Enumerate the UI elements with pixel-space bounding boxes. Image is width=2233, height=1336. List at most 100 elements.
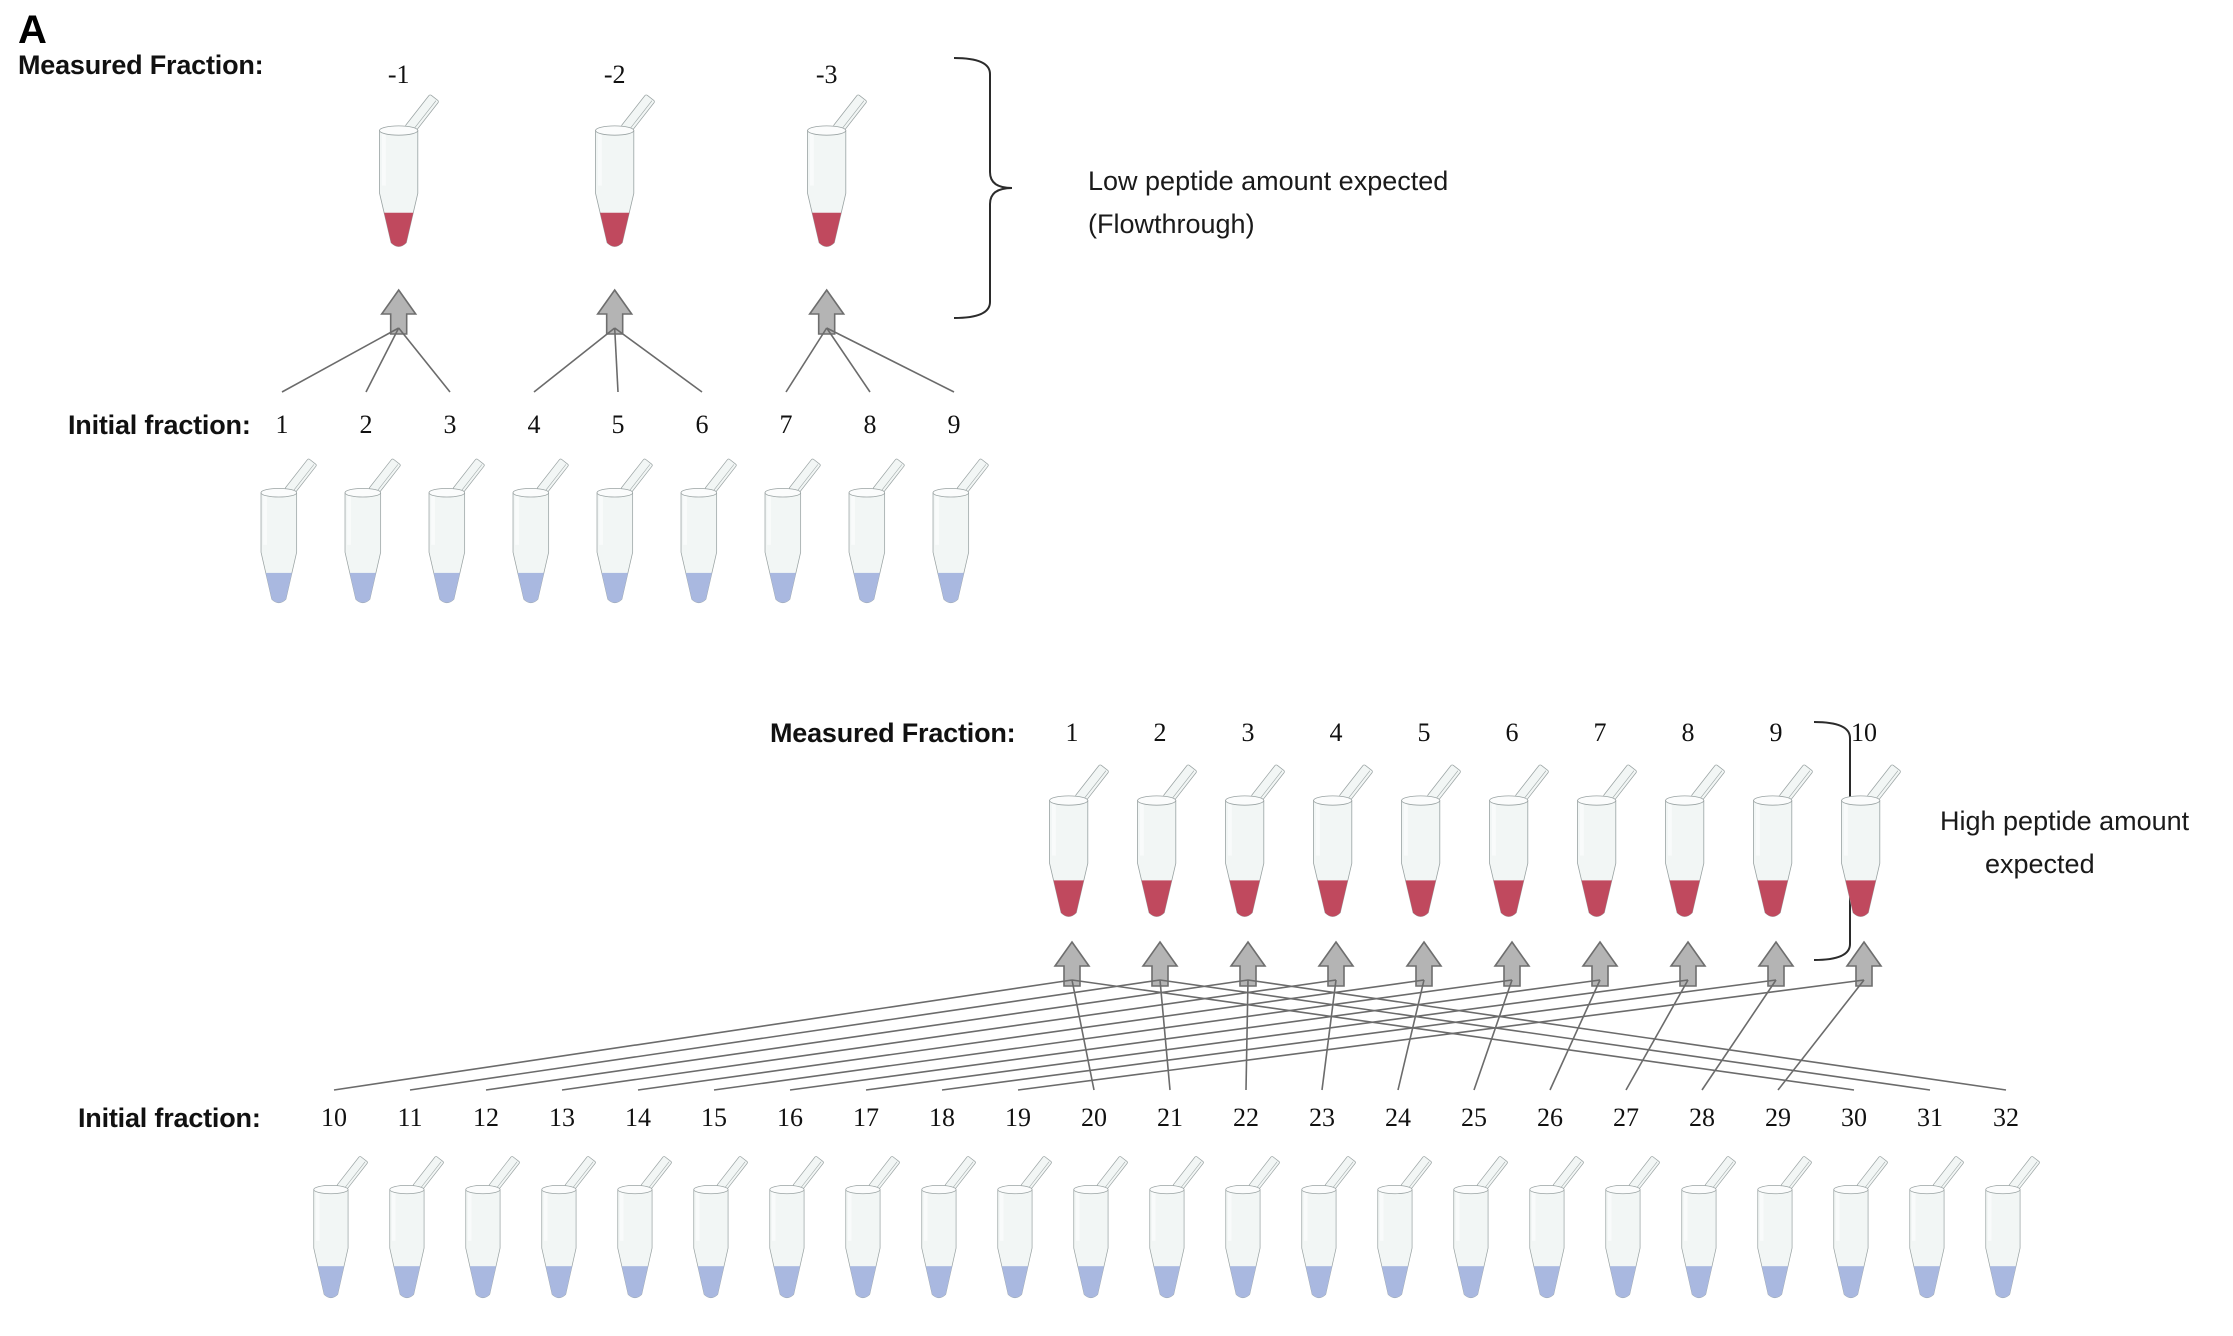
initial-tube-bottom-15 bbox=[687, 1156, 748, 1301]
initial-fraction-number-bottom-32: 32 bbox=[1993, 1103, 2019, 1132]
connector-bottom-1-to-20 bbox=[1071, 979, 1095, 1091]
connector-top--1-to-1 bbox=[281, 327, 400, 393]
top-callout-line-2: (Flowthrough) bbox=[1088, 209, 1255, 239]
measured-fraction-number-top--1: -1 bbox=[387, 60, 410, 89]
measured-fraction-number-bottom-3: 3 bbox=[1241, 718, 1255, 747]
connector-bottom-4-to-13 bbox=[561, 979, 1337, 1091]
bottom-callout-line-1: High peptide amount bbox=[1940, 806, 2190, 836]
initial-tube-bottom-17 bbox=[839, 1156, 900, 1301]
connector-bottom-6-to-25 bbox=[1473, 979, 1513, 1091]
initial-fraction-number-top-6: 6 bbox=[695, 410, 709, 439]
panel-letter: A bbox=[18, 8, 47, 52]
initial-fraction-number-bottom-20: 20 bbox=[1081, 1103, 1107, 1132]
initial-tube-top-6 bbox=[674, 458, 737, 606]
initial-tube-bottom-13 bbox=[535, 1156, 596, 1301]
pool-arrow-top--3 bbox=[808, 288, 846, 335]
initial-fraction-number-bottom-15: 15 bbox=[701, 1103, 727, 1132]
initial-fraction-number-top-2: 2 bbox=[359, 410, 373, 439]
initial-tube-bottom-20 bbox=[1067, 1156, 1128, 1301]
initial-tube-top-2 bbox=[338, 458, 401, 606]
measured-fraction-number-bottom-5: 5 bbox=[1417, 718, 1431, 747]
connector-bottom-8-to-27 bbox=[1625, 979, 1689, 1091]
initial-fraction-number-bottom-29: 29 bbox=[1765, 1103, 1791, 1132]
measured-fraction-number-top--2: -2 bbox=[603, 60, 626, 89]
connector-bottom-7-to-26 bbox=[1549, 979, 1601, 1091]
initial-fraction-number-bottom-14: 14 bbox=[625, 1103, 651, 1132]
connector-bottom-8-to-17 bbox=[865, 979, 1689, 1091]
initial-fraction-number-bottom-27: 27 bbox=[1613, 1103, 1639, 1132]
initial-fraction-number-top-7: 7 bbox=[779, 410, 793, 439]
initial-fraction-number-bottom-13: 13 bbox=[549, 1103, 575, 1132]
bottom-measured-fraction-label: Measured Fraction: bbox=[770, 718, 1016, 748]
initial-tube-bottom-29 bbox=[1751, 1156, 1812, 1301]
initial-tube-bottom-32 bbox=[1979, 1156, 2040, 1301]
connector-bottom-2-to-31 bbox=[1159, 979, 1931, 1091]
measured-fraction-number-bottom-2: 2 bbox=[1153, 718, 1167, 747]
connector-bottom-10-to-19 bbox=[1017, 979, 1865, 1091]
connector-bottom-1-to-10 bbox=[333, 979, 1073, 1091]
connector-bottom-2-to-11 bbox=[409, 979, 1161, 1091]
initial-fraction-number-top-4: 4 bbox=[527, 410, 541, 439]
initial-tube-top-7 bbox=[758, 458, 821, 606]
connector-bottom-4-to-23 bbox=[1321, 979, 1337, 1091]
measured-fraction-number-bottom-10: 10 bbox=[1851, 718, 1877, 747]
initial-fraction-number-bottom-18: 18 bbox=[929, 1103, 955, 1132]
initial-tube-top-4 bbox=[506, 458, 569, 606]
initial-tube-bottom-31 bbox=[1903, 1156, 1964, 1301]
initial-tube-bottom-26 bbox=[1523, 1156, 1584, 1301]
initial-fraction-number-top-8: 8 bbox=[863, 410, 877, 439]
pool-arrow-bottom-1 bbox=[1053, 940, 1091, 987]
connector-bottom-9-to-18 bbox=[941, 979, 1777, 1091]
initial-fraction-number-bottom-21: 21 bbox=[1157, 1103, 1183, 1132]
initial-tube-top-3 bbox=[422, 458, 485, 606]
connector-bottom-3-to-32 bbox=[1247, 979, 2007, 1091]
measured-tube-bottom-9 bbox=[1746, 764, 1813, 920]
initial-tube-bottom-22 bbox=[1219, 1156, 1280, 1301]
initial-tube-bottom-18 bbox=[915, 1156, 976, 1301]
bottom-initial-fraction-label: Initial fraction: bbox=[78, 1103, 261, 1133]
initial-fraction-number-top-1: 1 bbox=[275, 410, 289, 439]
pool-arrow-bottom-2 bbox=[1141, 940, 1179, 987]
initial-tube-bottom-19 bbox=[991, 1156, 1052, 1301]
pool-arrow-bottom-4 bbox=[1317, 940, 1355, 987]
connector-bottom-6-to-15 bbox=[713, 979, 1513, 1091]
measured-tube-bottom-3 bbox=[1218, 764, 1285, 920]
measured-tube-bottom-5 bbox=[1394, 764, 1461, 920]
measured-fraction-number-bottom-9: 9 bbox=[1769, 718, 1783, 747]
measured-fraction-number-bottom-8: 8 bbox=[1681, 718, 1695, 747]
connector-top--3-to-8 bbox=[826, 327, 871, 393]
measured-tube-bottom-2 bbox=[1130, 764, 1197, 920]
initial-tube-bottom-28 bbox=[1675, 1156, 1736, 1301]
initial-fraction-number-bottom-22: 22 bbox=[1233, 1103, 1259, 1132]
measured-tube-bottom-7 bbox=[1570, 764, 1637, 920]
top-initial-fraction-label: Initial fraction: bbox=[68, 410, 251, 440]
initial-tube-bottom-10 bbox=[307, 1156, 368, 1301]
initial-fraction-number-bottom-23: 23 bbox=[1309, 1103, 1335, 1132]
measured-tube-bottom-8 bbox=[1658, 764, 1725, 920]
initial-fraction-number-bottom-19: 19 bbox=[1005, 1103, 1031, 1132]
initial-tube-top-9 bbox=[926, 458, 989, 606]
measured-fraction-number-bottom-4: 4 bbox=[1329, 718, 1343, 747]
bottom-callout-line-2: expected bbox=[1985, 849, 2095, 879]
pool-arrow-bottom-6 bbox=[1493, 940, 1531, 987]
top-callout-line-1: Low peptide amount expected bbox=[1088, 166, 1449, 196]
connector-bottom-10-to-29 bbox=[1777, 979, 1865, 1091]
initial-tube-bottom-24 bbox=[1371, 1156, 1432, 1301]
initial-tube-bottom-25 bbox=[1447, 1156, 1508, 1301]
connector-top--2-to-4 bbox=[533, 327, 616, 393]
measured-tube-top--3 bbox=[800, 94, 867, 250]
initial-fraction-number-bottom-16: 16 bbox=[777, 1103, 803, 1132]
initial-fraction-number-bottom-28: 28 bbox=[1689, 1103, 1715, 1132]
initial-fraction-number-top-3: 3 bbox=[443, 410, 457, 439]
pool-arrow-bottom-9 bbox=[1757, 940, 1795, 987]
connector-bottom-9-to-28 bbox=[1701, 979, 1777, 1091]
connector-top--1-to-2 bbox=[365, 327, 400, 393]
initial-fraction-number-bottom-10: 10 bbox=[321, 1103, 347, 1132]
measured-tube-bottom-10 bbox=[1834, 764, 1901, 920]
top-measured-fraction-label: Measured Fraction: bbox=[18, 50, 264, 80]
initial-fraction-number-bottom-24: 24 bbox=[1385, 1103, 1411, 1132]
measured-tube-bottom-6 bbox=[1482, 764, 1549, 920]
connector-top--1-to-3 bbox=[398, 327, 451, 393]
connector-bottom-7-to-16 bbox=[789, 979, 1601, 1091]
